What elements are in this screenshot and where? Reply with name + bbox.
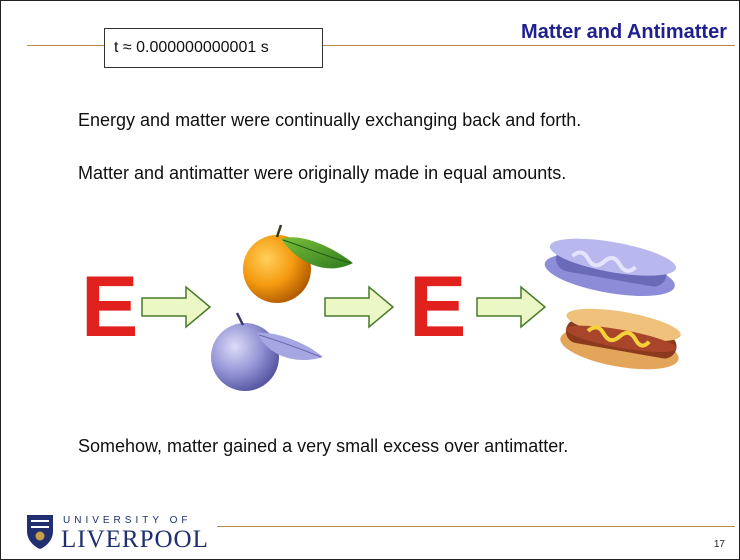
university-name-big: LIVERPOOL [61, 526, 209, 553]
hotdog-icon [560, 308, 681, 370]
paragraph-matter-excess: Somehow, matter gained a very small exce… [78, 436, 569, 456]
time-label: t ≈ 0.000000000001 s [114, 39, 269, 56]
university-name-small: UNIVERSITY OF [63, 515, 192, 526]
right-arrow-icon [141, 285, 212, 329]
anti-hotdog-icon [544, 238, 676, 297]
orange-icon [243, 224, 353, 303]
footer-rule [217, 526, 735, 527]
university-crest-icon [27, 515, 53, 549]
paragraph-equal-amounts: Matter and antimatter were originally ma… [78, 163, 567, 183]
anti-orange-icon [211, 312, 323, 391]
energy-e-1: E [81, 259, 139, 355]
slide-title: Matter and Antimatter [521, 21, 727, 43]
title-rule [27, 45, 735, 46]
right-arrow-icon [476, 285, 547, 329]
energy-e-2: E [409, 259, 467, 355]
time-label-box: t ≈ 0.000000000001 s [104, 28, 323, 68]
page-number: 17 [713, 539, 725, 550]
right-arrow-icon [324, 285, 395, 329]
paragraph-energy-matter: Energy and matter were continually excha… [78, 110, 582, 130]
